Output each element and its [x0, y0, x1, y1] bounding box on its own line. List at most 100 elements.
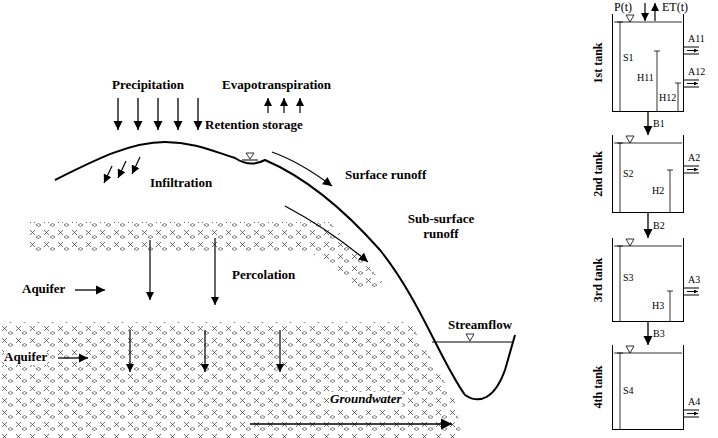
dimension-line	[617, 143, 623, 212]
tank-heading: 1st tank	[592, 42, 605, 83]
process-label: Surface runoff	[345, 168, 426, 183]
outflow-arrow	[647, 112, 648, 135]
water-level-mark	[626, 15, 634, 22]
arrow	[267, 98, 268, 113]
arrow	[214, 238, 215, 305]
dimension-line	[667, 291, 673, 321]
arrow	[132, 157, 140, 174]
arrow	[279, 330, 280, 372]
arrow	[283, 98, 284, 113]
symbol-label: P(t)	[614, 1, 632, 15]
arrow	[104, 166, 112, 183]
arrow	[129, 330, 130, 372]
tank-box: 4th tank	[612, 345, 684, 430]
aquifer-band	[30, 222, 390, 290]
outflow-arrow	[647, 213, 648, 238]
aquifer-pointer	[75, 289, 105, 290]
tank-heading: 3rd tank	[592, 257, 605, 301]
symbol-label: S4	[623, 385, 634, 397]
evapotranspiration-arrows	[268, 98, 300, 113]
arrow	[299, 98, 300, 113]
dimension-line	[617, 353, 623, 429]
process-label: Percolation	[232, 268, 295, 283]
outlets	[684, 47, 699, 417]
outlet-pipe	[684, 80, 699, 87]
dimension-line	[617, 246, 623, 321]
arrow	[177, 98, 178, 130]
water-level	[614, 22, 682, 23]
symbol-label: A11	[688, 33, 705, 45]
process-label: Retention storage	[205, 118, 303, 133]
outlet-arrow	[687, 169, 698, 170]
outflow-arrow	[647, 322, 648, 345]
output-arrow	[654, 3, 655, 21]
precipitation-arrows	[118, 98, 198, 130]
input-arrow	[644, 3, 645, 21]
arrow	[197, 98, 198, 130]
outlet-label: B1	[653, 118, 665, 129]
process-label: Aquifer	[22, 282, 65, 297]
arrow	[157, 98, 158, 130]
tank-box: 3rd tank	[612, 238, 684, 322]
water-level-mark	[626, 136, 634, 143]
process-label: Groundwater	[330, 392, 402, 407]
dimension-line	[667, 170, 673, 212]
aquifer-band	[0, 322, 462, 438]
aquifer-pointer	[58, 357, 88, 358]
symbol-label: H2	[652, 185, 664, 197]
arrow	[204, 330, 205, 372]
process-label: Aquifer	[4, 350, 47, 365]
tank-heading: 2nd tank	[592, 151, 605, 197]
water-level-mark	[246, 153, 254, 159]
symbol-label: H11	[637, 72, 654, 84]
process-label: Infiltration	[150, 176, 212, 191]
outlet-pipe	[684, 410, 699, 417]
water-level-mark	[626, 346, 634, 353]
process-label: Precipitation	[112, 78, 184, 93]
process-label: Evapotranspiration	[222, 78, 331, 93]
outlet-pipe	[684, 47, 699, 54]
outlet-arrow	[687, 413, 698, 414]
arrow	[149, 240, 150, 300]
groundwater-arrow	[250, 423, 452, 425]
tank-heading: 4th tank	[592, 365, 605, 408]
symbol-label: A12	[688, 66, 705, 78]
outlet-arrow	[687, 50, 698, 51]
outlet-arrow	[687, 83, 698, 84]
symbol-label: S1	[623, 52, 634, 64]
arrow	[137, 98, 138, 130]
process-label: Sub-surface runoff	[400, 212, 482, 242]
symbol-label: H12	[659, 92, 676, 104]
symbol-label: A4	[688, 396, 700, 408]
outlet-pipe	[684, 288, 699, 295]
infiltration-arrows	[104, 157, 140, 183]
dimension-lines	[617, 22, 681, 429]
ground-surface	[55, 142, 515, 399]
arrow	[118, 161, 126, 178]
symbol-label: A2	[688, 152, 700, 164]
dimension-line	[617, 22, 623, 111]
outlet-label: B3	[653, 328, 665, 339]
water-level-mark	[626, 239, 634, 246]
tank-box: 2nd tank	[612, 135, 684, 213]
percolation-arrows	[130, 238, 280, 372]
outlet-arrow	[687, 291, 698, 292]
symbol-label: ET(t)	[662, 1, 688, 15]
runoff-arrow	[285, 206, 368, 262]
water-level	[614, 353, 682, 354]
symbol-label: A3	[688, 274, 700, 286]
outlet-label: B2	[653, 220, 665, 231]
runoff-arrow	[272, 152, 332, 186]
symbol-label: S2	[623, 168, 634, 180]
water-level	[614, 246, 682, 247]
symbol-label: S3	[623, 272, 634, 284]
stream-surface	[432, 342, 512, 343]
symbol-label: H3	[652, 300, 664, 312]
water-level	[614, 143, 682, 144]
process-label: Streamflow	[448, 318, 512, 333]
water-levels	[614, 15, 682, 353]
